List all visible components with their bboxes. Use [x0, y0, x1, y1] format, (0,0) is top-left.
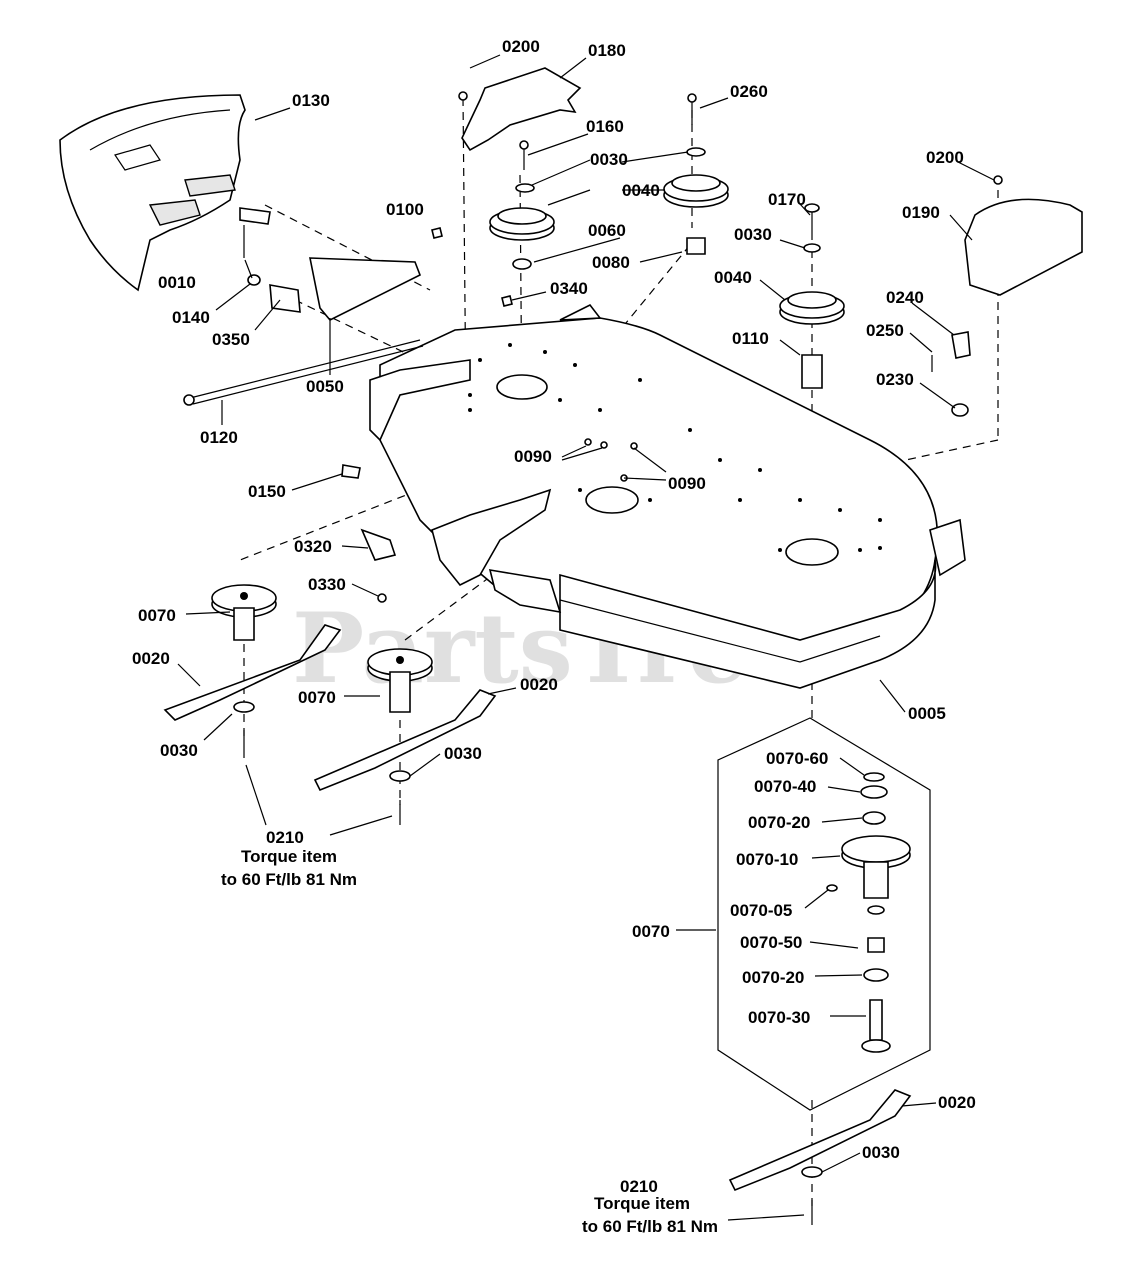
torque-note-right: Torque item to 60 Ft/lb 81 Nm	[582, 1194, 718, 1236]
label-0210-right: 0210	[620, 1177, 658, 1196]
label-0260: 0260	[730, 82, 768, 101]
label-0350: 0350	[212, 330, 250, 349]
label-0070-30: 0070-30	[748, 1008, 810, 1027]
label-0070-60: 0070-60	[766, 749, 828, 768]
label-0070-50: 0070-50	[740, 933, 802, 952]
label-0140: 0140	[172, 308, 210, 327]
label-0070-20-bottom: 0070-20	[742, 968, 804, 987]
label-0120: 0120	[200, 428, 238, 447]
label-0070-05: 0070-05	[730, 901, 792, 920]
blade-left	[163, 624, 342, 758]
label-0190: 0190	[902, 203, 940, 222]
label-0200-left: 0200	[502, 37, 540, 56]
label-0020-right: 0020	[938, 1093, 976, 1112]
pulley-center	[663, 174, 729, 255]
label-0070-40: 0070-40	[754, 777, 816, 796]
label-0020-left: 0020	[132, 649, 170, 668]
label-0070-left: 0070	[138, 606, 176, 625]
label-0090-left: 0090	[514, 447, 552, 466]
label-0250: 0250	[866, 321, 904, 340]
belt-shield-left	[461, 67, 582, 152]
label-0030-bottom: 0030	[862, 1143, 900, 1162]
label-0010: 0010	[158, 273, 196, 292]
torque-note-left-line2: to 60 Ft/lb 81 Nm	[221, 870, 357, 889]
spindle-center	[367, 648, 433, 713]
fasteners	[183, 91, 1003, 603]
label-0050: 0050	[306, 377, 344, 396]
label-0240: 0240	[886, 288, 924, 307]
label-0060: 0060	[588, 221, 626, 240]
label-0180: 0180	[588, 41, 626, 60]
label-0005: 0005	[908, 704, 946, 723]
label-0080: 0080	[592, 253, 630, 272]
label-0030-center: 0030	[444, 744, 482, 763]
spindle-left	[211, 584, 277, 641]
leader-lines	[177, 54, 995, 1221]
discharge-chute	[59, 94, 271, 292]
pulley-right	[779, 291, 845, 389]
pulley-left	[489, 207, 555, 270]
label-0340: 0340	[550, 279, 588, 298]
torque-note-left: Torque item to 60 Ft/lb 81 Nm	[221, 847, 357, 889]
torque-note-right-line1: Torque item	[594, 1194, 690, 1213]
label-0070-20-top: 0070-20	[748, 813, 810, 832]
torque-note-left-line1: Torque item	[241, 847, 337, 866]
label-0030-left: 0030	[160, 741, 198, 760]
label-0170: 0170	[768, 190, 806, 209]
label-0040-right: 0040	[714, 268, 752, 287]
label-0200-right: 0200	[926, 148, 964, 167]
label-0210-left: 0210	[266, 828, 304, 847]
label-0100: 0100	[386, 200, 424, 219]
part-number-labels: 0200 0180 0130 0260 0160 0030 0040 0200 …	[132, 37, 976, 1196]
belt-shield-right	[964, 198, 1083, 296]
label-0160: 0160	[586, 117, 624, 136]
spindle-exploded-parts	[826, 772, 911, 1053]
label-0070-spindle: 0070	[632, 922, 670, 941]
label-0070-10: 0070-10	[736, 850, 798, 869]
label-0330: 0330	[308, 575, 346, 594]
label-0030-top: 0030	[590, 150, 628, 169]
torque-note-right-line2: to 60 Ft/lb 81 Nm	[582, 1217, 718, 1236]
label-0110: 0110	[732, 329, 769, 348]
label-0130: 0130	[292, 91, 330, 110]
label-0090-right: 0090	[668, 474, 706, 493]
label-0040-top: 0040	[622, 181, 660, 200]
mower-deck-housing	[369, 303, 966, 689]
label-0230: 0230	[876, 370, 914, 389]
label-0070-center: 0070	[298, 688, 336, 707]
label-0030-right: 0030	[734, 225, 772, 244]
label-0320: 0320	[294, 537, 332, 556]
label-0150: 0150	[248, 482, 286, 501]
label-0020-center: 0020	[520, 675, 558, 694]
spindle-explode-bracket	[717, 717, 931, 1111]
